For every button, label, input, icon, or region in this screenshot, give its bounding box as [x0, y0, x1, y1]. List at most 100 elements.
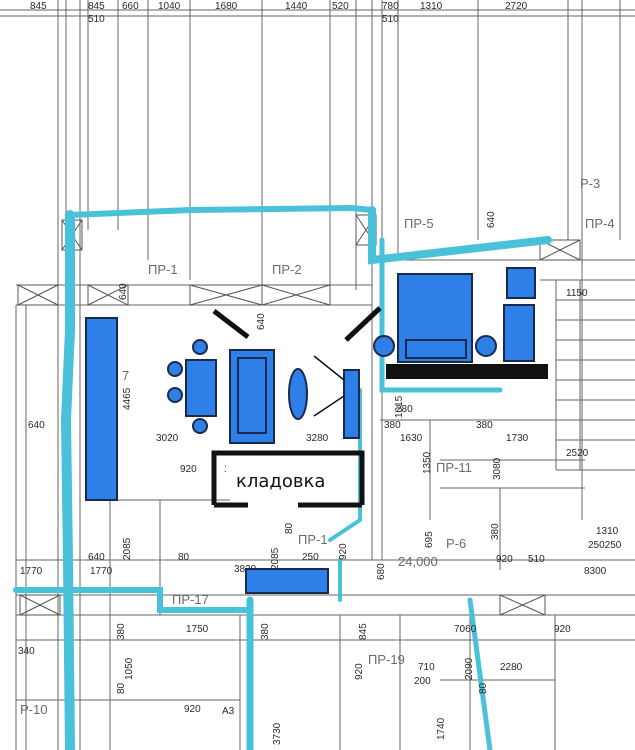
dim-label: 2280	[500, 662, 523, 673]
nightstand	[373, 335, 395, 357]
dim-label: 2520	[566, 448, 589, 459]
bed-mattress	[237, 357, 267, 434]
wardrobe	[85, 317, 118, 501]
top-dim: 1310	[420, 1, 443, 12]
dim-label: 1310	[596, 526, 619, 537]
dim-label: 920	[180, 464, 197, 475]
dim-label: 380	[260, 623, 271, 640]
dim-label: 640	[256, 313, 267, 330]
label-pr19: ПР-19	[368, 652, 405, 667]
door-swing	[313, 355, 345, 381]
dim-label: 380	[384, 420, 401, 431]
dim-label: 680	[376, 563, 387, 580]
storage-wall	[211, 450, 365, 505]
top-dim: 780	[382, 1, 399, 12]
dim-label: 280	[396, 404, 413, 415]
dim-label: 3020	[156, 433, 179, 444]
dim-label: 920	[338, 543, 349, 560]
counter-wall	[386, 364, 548, 379]
label-a3: А3	[222, 706, 235, 717]
top-dim: 520	[332, 1, 349, 12]
dim-label: 380	[490, 523, 501, 540]
rug	[288, 368, 308, 420]
dim-label: 920	[354, 663, 365, 680]
label-pr4: ПР-4	[585, 216, 615, 231]
dim-label: 1730	[506, 433, 529, 444]
label-pr17: ПР-17	[172, 592, 209, 607]
label-pr1b: ПР-1	[298, 532, 328, 547]
nightstand	[475, 335, 497, 357]
chair	[192, 339, 208, 355]
label-p3: Р-3	[580, 176, 600, 191]
label-pr1: ПР-1	[148, 262, 178, 277]
dim-label: 8300	[584, 566, 607, 577]
dim-label: 2085	[122, 537, 133, 560]
top-dim: 845	[88, 1, 105, 12]
dim-label: 380	[476, 420, 493, 431]
chair	[192, 418, 208, 434]
dim-label: 1015	[394, 395, 405, 418]
label-p10: Р-10	[20, 702, 47, 717]
dim-label: 4465	[122, 387, 133, 410]
dim-label: 200	[414, 676, 431, 687]
dim-label: 1750	[186, 624, 209, 635]
dim-label: 920	[184, 704, 201, 715]
tv-stand	[343, 369, 360, 439]
dim-label: 1740	[436, 717, 447, 740]
top-dim: 845	[30, 1, 47, 12]
dim-label: 24,000	[398, 554, 438, 569]
double-bed	[397, 273, 473, 363]
desk	[185, 359, 217, 417]
dim-label: 250	[302, 552, 319, 563]
dim-label: 340	[18, 646, 35, 657]
label-pr2: ПР-2	[272, 262, 302, 277]
dim-label: 380	[116, 623, 127, 640]
dim-label: 80	[178, 552, 190, 563]
dim-label: 2085	[270, 547, 281, 570]
dim-label: 1770	[90, 566, 113, 577]
sofa	[245, 568, 329, 594]
dim-label: 80	[284, 522, 295, 534]
top-dimension-row: 845 845 510 660 1040 1680 1440 520 780 5…	[30, 1, 528, 25]
dim-label: 1350	[422, 451, 433, 474]
dim-label: 80	[116, 682, 127, 694]
dresser	[503, 304, 535, 362]
dim-label: 1050	[124, 657, 135, 680]
dim-label: 640	[118, 283, 129, 300]
top-dim: 1440	[285, 1, 308, 12]
dim-label: 695	[424, 531, 435, 548]
dim-label: 3730	[272, 722, 283, 745]
dim-label: 640	[486, 211, 497, 228]
chair	[167, 361, 183, 377]
dim-label: 920	[554, 624, 571, 635]
wall-segment	[212, 309, 250, 339]
bed	[229, 349, 275, 444]
top-dim: 2720	[505, 1, 528, 12]
dim-label: 3080	[492, 457, 503, 480]
dim-label: 250250	[588, 540, 622, 551]
top-dim: 1040	[158, 1, 181, 12]
dim-label: 1630	[400, 433, 423, 444]
label-p6: Р-6	[446, 536, 466, 551]
dim-label: 1770	[20, 566, 43, 577]
storage-label-bg	[226, 464, 350, 494]
dim-label: 640	[28, 420, 45, 431]
dim-label: 710	[418, 662, 435, 673]
dim-label: 920	[496, 554, 513, 565]
label-pr11: ПР-11	[436, 460, 472, 475]
wall-segment	[344, 306, 382, 342]
top-dim: 1680	[215, 1, 238, 12]
top-dim: 510	[382, 14, 399, 25]
room-walls	[211, 306, 382, 508]
top-dim: 510	[88, 14, 105, 25]
section-labels: ПР-1 ПР-2 Р-3 ПР-4 ПР-5 ПР-11 ПР-1 Р-6 П…	[20, 176, 615, 717]
furniture	[85, 267, 536, 594]
dim-label: 3280	[306, 433, 329, 444]
dim-label: 510	[528, 554, 545, 565]
dimension-labels: 640 4465 640 3020 4465 640 3280 920 1000…	[18, 211, 622, 745]
dim-label: 7060	[454, 624, 477, 635]
label-pr5: ПР-5	[404, 216, 434, 231]
storage-room-label: кладовка	[236, 471, 325, 492]
dim-label: 80	[478, 682, 489, 694]
